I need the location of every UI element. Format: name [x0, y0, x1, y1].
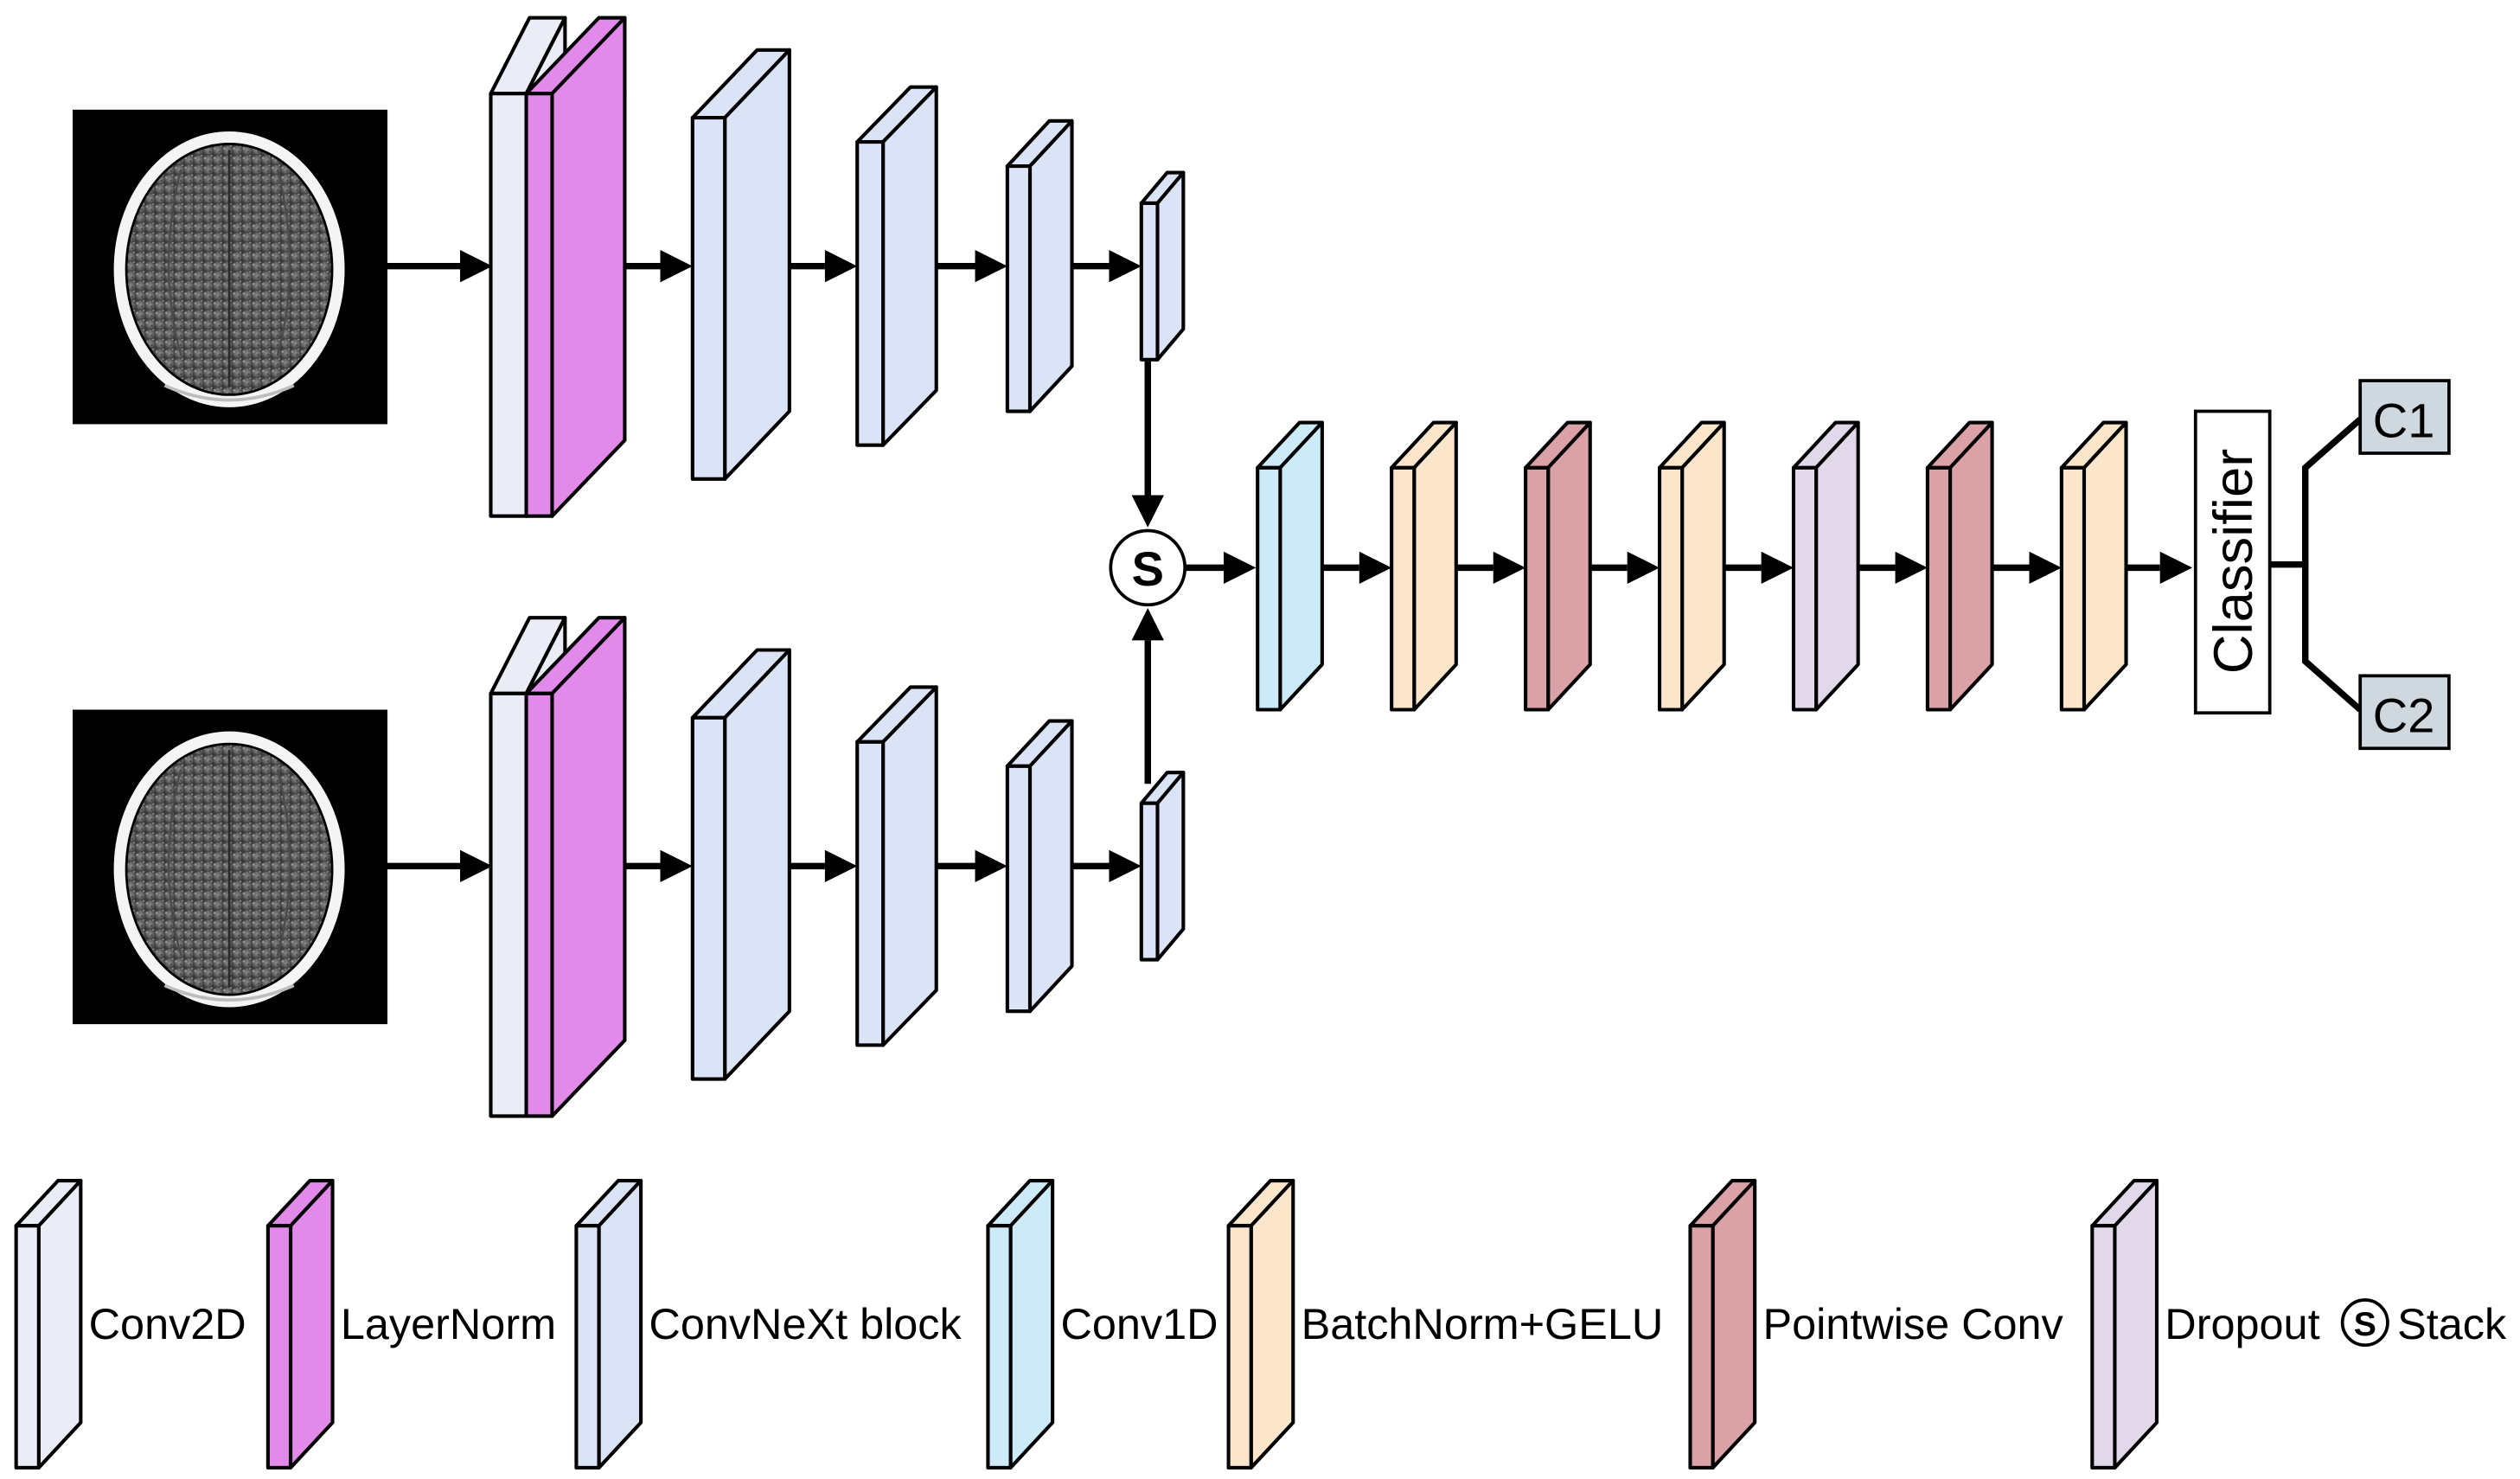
ct-input-images [73, 109, 388, 1025]
legend-label-convnext: ConvNeXt block [649, 1299, 962, 1348]
arrow-bottom-to-stack [1131, 608, 1164, 784]
arrow-stack-to-head [1185, 551, 1257, 585]
arrow-bottom-4 [1071, 849, 1142, 883]
output-c1-label: C1 [2373, 393, 2435, 447]
arrow-head-7 [2126, 551, 2193, 585]
head-block-6-pointwise-conv [1925, 420, 1994, 712]
legend-label-pointwise-conv: Pointwise Conv [1762, 1299, 2063, 1348]
legend: Conv2D LayerNorm ConvNeXt block Conv1D Batch… [14, 1178, 2507, 1469]
head-block-3-pointwise-conv [1524, 420, 1592, 712]
layernorm-block-bottom [524, 616, 627, 1118]
stack-circle [1109, 528, 1187, 607]
output-c1-box [2358, 379, 2451, 455]
arrow-top-ct-to-conv2d [387, 250, 493, 283]
arrow-bottom-3 [936, 849, 1007, 883]
output-c2-box [2358, 674, 2451, 751]
convnext-block-bottom-3 [1005, 719, 1074, 1014]
arrow-top-1 [624, 250, 693, 283]
arrow-head-6 [1992, 551, 2062, 585]
legend-item-convnext: ConvNeXt block [574, 1178, 963, 1469]
convnext-block-bottom-2 [855, 685, 938, 1047]
convnext-block-top-1 [690, 48, 791, 481]
legend-item-dropout: Dropout [2090, 1178, 2320, 1469]
arrow-head-3 [1589, 551, 1660, 585]
arrow-head-4 [1724, 551, 1794, 585]
arrow-top-4 [1071, 250, 1142, 283]
classifier-label: Classifier [2203, 449, 2264, 675]
head-block-1-conv1d [1256, 420, 1324, 712]
legend-label-batchnorm-gelu: BatchNorm+GELU [1302, 1299, 1664, 1348]
stack-node: S [1109, 528, 1187, 607]
output-c2: C2 [2358, 674, 2451, 751]
legend-label-layernorm: LayerNorm [341, 1299, 556, 1348]
ct-image-bottom [73, 709, 388, 1025]
legend-stack-circle [2340, 1298, 2389, 1348]
legend-swatch-convnext [574, 1178, 643, 1469]
legend-label-conv2d: Conv2D [89, 1299, 246, 1348]
output-branches [2269, 417, 2363, 713]
legend-item-batchnorm-gelu: BatchNorm+GELU [1226, 1178, 1664, 1469]
legend-label-dropout: Dropout [2165, 1299, 2319, 1348]
convnext-block-top-3 [1005, 118, 1074, 413]
arrow-bottom-2 [789, 849, 858, 883]
convnext-block-top-4 [1139, 170, 1186, 362]
head-block-4-batchnorm-gelu [1657, 420, 1726, 712]
output-c2-label: C2 [2373, 688, 2435, 743]
arrow-head-2 [1455, 551, 1526, 585]
legend-swatch-conv2d [14, 1178, 83, 1469]
ct-image-top [73, 109, 388, 425]
flow-arrows [387, 250, 2193, 883]
classifier-node: Classifier [2193, 409, 2272, 715]
head-block-7-batchnorm-gelu [2059, 420, 2128, 712]
convnext-block-top-2 [855, 85, 938, 447]
head-block-5-dropout [1791, 420, 1860, 712]
output-c1: C1 [2358, 379, 2451, 455]
legend-swatch-dropout [2090, 1178, 2159, 1469]
arrow-bottom-ct-to-conv2d [387, 849, 493, 883]
legend-swatch-conv1d [986, 1178, 1055, 1469]
stack-symbol: S [1132, 541, 1164, 596]
convnext-block-bottom-4 [1139, 771, 1186, 962]
legend-item-conv1d: Conv1D [986, 1178, 1218, 1469]
classifier-box [2193, 409, 2272, 715]
legend-stack-symbol: S [2354, 1306, 2376, 1343]
legend-label-stack: Stack [2397, 1299, 2507, 1348]
arrow-head-5 [1858, 551, 1928, 585]
legend-swatch-pointwise-conv [1688, 1178, 1757, 1469]
legend-item-conv2d: Conv2D [14, 1178, 246, 1469]
arrow-top-3 [936, 250, 1007, 283]
arrow-top-2 [789, 250, 858, 283]
layer-blocks [489, 16, 2128, 1118]
convnext-block-bottom-1 [690, 648, 791, 1081]
arrow-bottom-1 [624, 849, 693, 883]
head-block-2-batchnorm-gelu [1390, 420, 1458, 712]
legend-swatch-batchnorm-gelu [1226, 1178, 1295, 1469]
legend-item-pointwise-conv: Pointwise Conv [1688, 1178, 2063, 1469]
legend-label-conv1d: Conv1D [1060, 1299, 1218, 1348]
layernorm-block-top [524, 16, 627, 518]
arrow-top-to-stack [1131, 361, 1164, 528]
legend-item-layernorm: LayerNorm [265, 1178, 556, 1469]
arrow-head-1 [1321, 551, 1392, 585]
legend-swatch-layernorm [265, 1178, 335, 1469]
legend-item-stack: S Stack [2340, 1298, 2507, 1348]
